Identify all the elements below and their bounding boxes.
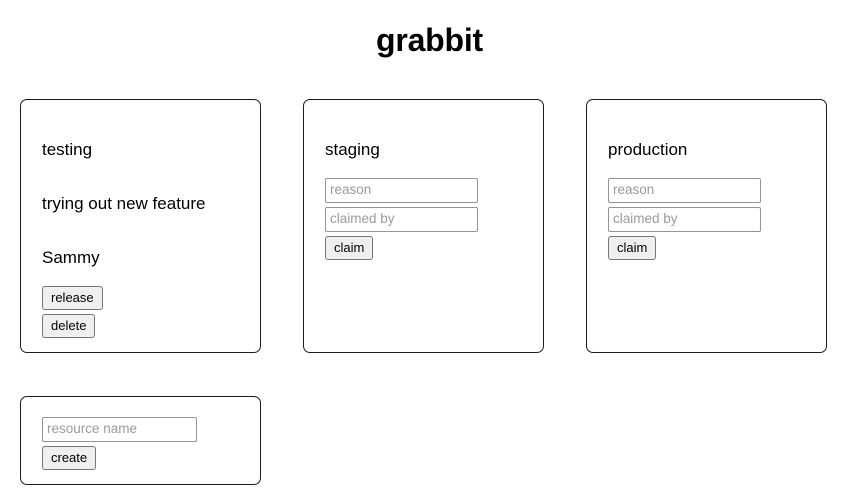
claimed-by-input-staging[interactable] [325,207,478,232]
resource-name-input[interactable] [42,417,197,442]
resource-card-row: testing trying out new feature Sammy rel… [20,99,827,353]
page-title: grabbit [375,22,484,58]
create-resource-form: create [42,417,197,470]
create-resource-card: create [20,396,261,485]
release-button[interactable]: release [42,286,103,310]
claim-button-production[interactable]: claim [608,236,657,260]
resource-owner-testing: Sammy [42,248,100,267]
reason-input-production[interactable] [608,178,761,203]
delete-button[interactable]: delete [42,314,96,338]
claim-form-staging: claim [325,178,478,260]
claimed-by-input-production[interactable] [608,207,761,232]
create-button[interactable]: create [42,446,97,470]
resource-card-testing: testing trying out new feature Sammy rel… [20,99,261,353]
resource-name-testing: testing [42,140,93,159]
resource-reason-testing: trying out new feature [42,194,206,213]
resource-name-production: production [608,140,688,159]
claim-button-staging[interactable]: claim [325,236,374,260]
resource-card-production: production claim [586,99,827,353]
resource-card-staging: staging claim [303,99,544,353]
resource-name-staging: staging [325,140,380,159]
resource-actions-testing: release delete [42,286,103,338]
reason-input-staging[interactable] [325,178,478,203]
claim-form-production: claim [608,178,761,260]
